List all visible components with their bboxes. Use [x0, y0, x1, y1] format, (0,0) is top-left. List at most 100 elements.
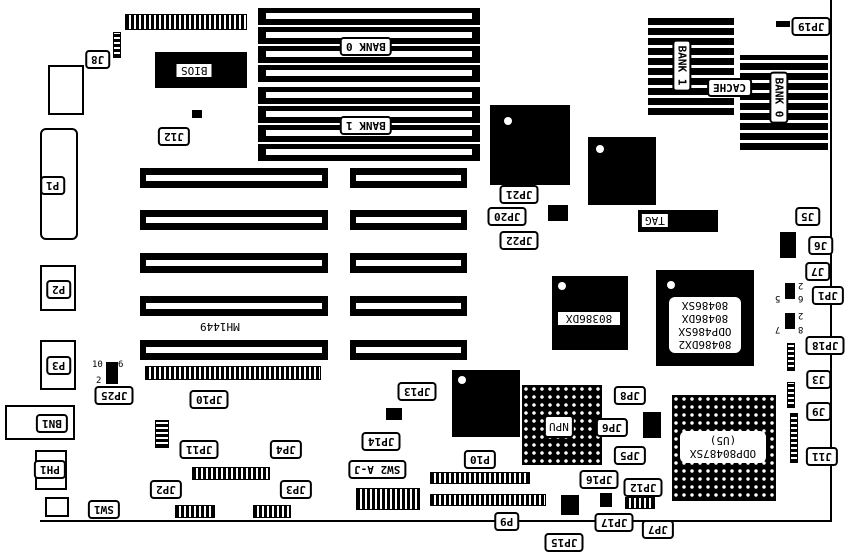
jp15-callout: JP15 — [545, 533, 584, 552]
jp12-callout: JP12 — [624, 478, 663, 497]
bn1-callout: BN1 — [36, 414, 68, 433]
tag-chip: TAG — [638, 210, 718, 232]
cache-bank1-label: BANK 1 — [672, 39, 692, 92]
isa-slot — [140, 168, 328, 188]
board-title: MH1449 — [200, 320, 240, 333]
jp11-header — [155, 420, 169, 448]
j3-header — [787, 343, 795, 371]
bios-chip: BIOS — [155, 52, 247, 88]
jp19-jumper — [776, 21, 790, 27]
p2-callout: P2 — [46, 280, 72, 299]
cpu486-line: ODP486SX — [678, 325, 732, 338]
odp487-line: (U5) — [709, 434, 737, 447]
jp16-callout: JP16 — [580, 470, 619, 489]
jp8-callout: JP8 — [614, 386, 646, 405]
jp18-callout: JP18 — [806, 336, 845, 355]
sw2-switch — [356, 488, 420, 510]
cpu386-label: 80386DX — [558, 312, 620, 325]
p9-callout: P9 — [494, 512, 520, 531]
sw2-label: SW2 A-J — [348, 460, 407, 479]
simm-slot — [258, 106, 480, 123]
jp18-jumper — [785, 313, 795, 329]
bank0-label: BANK 0 — [340, 37, 392, 56]
isa-slot — [350, 210, 467, 230]
board-outline — [40, 0, 832, 522]
top-connector — [125, 14, 247, 30]
bios-label: BIOS — [177, 64, 212, 77]
sw1-switch — [45, 497, 69, 517]
jp13-callout: JP13 — [398, 382, 437, 401]
bank1-label: BANK 1 — [340, 116, 392, 135]
jp14-callout: JP14 — [362, 432, 401, 451]
p10-header — [430, 472, 530, 484]
j8-connector — [48, 65, 84, 115]
j8-callout: J8 — [85, 50, 111, 69]
jp19-callout: JP19 — [792, 17, 831, 36]
jp13-jumper — [386, 408, 402, 420]
cpu-80386dx: 80386DX — [552, 276, 628, 350]
j5-j7-jumpers — [780, 232, 796, 258]
jp1-pin: 5 — [775, 293, 781, 303]
isa-slot — [140, 340, 328, 360]
jp2-header — [175, 505, 215, 518]
j5-callout: J5 — [795, 207, 821, 226]
jp1-pin: 2 — [798, 280, 804, 290]
cpu486-line: 80486SX — [681, 299, 729, 312]
cpu486-line: 80486DX2 — [678, 338, 732, 351]
chip — [588, 137, 656, 205]
jp10-header — [145, 366, 321, 380]
npu-socket: NPU — [522, 385, 602, 465]
jp1-callout: JP1 — [812, 286, 844, 305]
jp5-callout: JP5 — [614, 446, 646, 465]
jp1-pin: 6 — [798, 293, 804, 303]
isa-slot — [350, 340, 467, 360]
jp18-pin: 8 — [798, 324, 804, 334]
jp4-callout: JP4 — [270, 440, 302, 459]
odp487-line: ODP80487SX — [689, 447, 757, 460]
jp25-pin: 2 — [96, 376, 102, 386]
jp3-callout: JP3 — [280, 480, 312, 499]
simm-slot — [258, 87, 480, 104]
jp20-jumpers — [548, 205, 568, 221]
jp1-jumper — [785, 283, 795, 299]
cache-label: CACHE — [707, 78, 753, 97]
jp10-callout: JP10 — [190, 390, 229, 409]
tag-label: TAG — [642, 214, 668, 227]
odp80487-socket: ODP80487SX (U5) — [672, 395, 776, 501]
isa-slot — [140, 253, 328, 273]
npu-label: NPU — [544, 415, 574, 438]
jp25-callout: JP25 — [95, 386, 134, 405]
chip — [490, 105, 570, 185]
isa-slot — [350, 253, 467, 273]
j3-callout: J3 — [806, 370, 832, 389]
jp2-callout: JP2 — [150, 480, 182, 499]
jp18-pin: 2 — [798, 310, 804, 320]
j8-header — [113, 32, 121, 58]
p10-callout: P10 — [464, 450, 496, 469]
j11-header — [790, 413, 798, 463]
jp12-jumper — [600, 493, 612, 507]
jp7-header — [625, 497, 655, 509]
jp3-header — [253, 505, 291, 518]
j11-callout: J11 — [806, 447, 838, 466]
jp17-callout: JP17 — [595, 513, 634, 532]
jp4-header — [192, 467, 270, 480]
p9-header — [430, 494, 546, 506]
jp18-pin: 7 — [775, 324, 781, 334]
jp25-pin: 6 — [118, 360, 124, 370]
chip — [452, 370, 520, 437]
jp20-callout: JP20 — [488, 207, 527, 226]
j9-callout: J9 — [806, 402, 832, 421]
cache-bank0-label: BANK 0 — [769, 71, 789, 124]
p1-callout: P1 — [40, 176, 66, 195]
jp15-jumper — [561, 495, 579, 515]
p3-callout: P3 — [46, 356, 72, 375]
j12-callout: J12 — [158, 127, 190, 146]
jp22-callout: JP22 — [500, 231, 539, 250]
isa-slot — [140, 296, 328, 316]
j12-jumper — [192, 110, 202, 118]
j6-callout: J6 — [808, 236, 834, 255]
j7-callout: J7 — [805, 262, 831, 281]
jp21-callout: JP21 — [500, 185, 539, 204]
